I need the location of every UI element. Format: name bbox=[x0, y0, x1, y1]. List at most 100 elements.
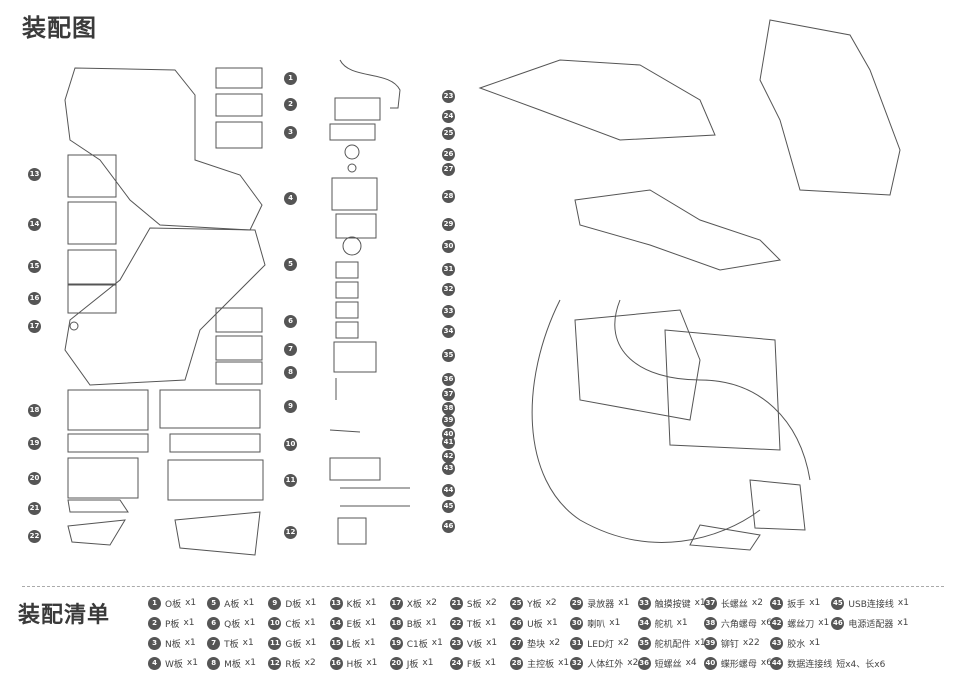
part-label: 蝶形螺母 bbox=[720, 659, 757, 670]
part-number: 12 bbox=[268, 656, 282, 670]
callout-bubble: 9 bbox=[284, 400, 297, 413]
part-qty: x1 bbox=[431, 638, 443, 648]
part-number: 32 bbox=[570, 656, 584, 670]
part-qty: x2 bbox=[627, 658, 639, 668]
callout-bubble: 19 bbox=[28, 437, 41, 450]
part-number: 6 bbox=[207, 616, 221, 630]
part-qty: x1 bbox=[485, 618, 497, 628]
callout-bubble: 22 bbox=[28, 530, 41, 543]
part-number: 2 bbox=[148, 616, 161, 630]
callout-bubble: 15 bbox=[28, 260, 41, 273]
callout-bubble: 25 bbox=[442, 127, 455, 140]
callout-bubble: 27 bbox=[442, 163, 455, 176]
part-label: 喇叭 bbox=[587, 619, 606, 630]
part-qty: 短x4、长x6 bbox=[836, 659, 886, 670]
part-qty: x1 bbox=[185, 598, 197, 608]
part-qty: x2 bbox=[617, 638, 629, 648]
part-label: 铆钉 bbox=[720, 639, 739, 650]
part-qty: x22 bbox=[742, 638, 760, 648]
part-number: 16 bbox=[329, 656, 343, 670]
part-number: 38 bbox=[703, 616, 717, 630]
callout-bubble: 23 bbox=[442, 90, 455, 103]
part-qty: x1 bbox=[366, 658, 378, 668]
callout-bubble: 2 bbox=[284, 98, 297, 111]
callout-bubble: 8 bbox=[284, 366, 297, 379]
callout-bubble: 21 bbox=[28, 502, 41, 515]
part-label: T板 bbox=[466, 619, 482, 630]
part-label: Y板 bbox=[527, 599, 542, 610]
part-number: 40 bbox=[703, 656, 717, 670]
part-qty: x1 bbox=[546, 618, 558, 628]
callout-bubble: 6 bbox=[284, 315, 297, 328]
callout-bubble: 7 bbox=[284, 343, 297, 356]
part-qty: x6 bbox=[760, 658, 772, 668]
part-qty: x1 bbox=[365, 618, 377, 628]
callout-bubble: 44 bbox=[442, 484, 455, 497]
part-qty: x2 bbox=[485, 598, 497, 608]
callout-bubble: 33 bbox=[442, 305, 455, 318]
exploded-assembly bbox=[478, 19, 901, 551]
part-label: 人体红外 bbox=[587, 659, 624, 670]
callout-bubble: 37 bbox=[442, 388, 455, 401]
callout-bubble: 31 bbox=[442, 263, 455, 276]
part-label: W板 bbox=[165, 659, 183, 670]
part-label: C板 bbox=[285, 619, 301, 630]
part-label: S板 bbox=[466, 599, 482, 610]
part-label: 录放器 bbox=[587, 599, 615, 610]
part-number: 13 bbox=[329, 596, 343, 610]
part-number: 23 bbox=[449, 636, 463, 650]
part-qty: x2 bbox=[425, 598, 437, 608]
part-label: K板 bbox=[346, 599, 362, 610]
part-label: 主控板 bbox=[527, 659, 555, 670]
part-label: 扳手 bbox=[787, 599, 806, 610]
plate-a bbox=[64, 227, 266, 386]
part-label: 胶水 bbox=[787, 639, 806, 650]
part-number: 14 bbox=[329, 616, 343, 630]
callout-bubble: 39 bbox=[442, 414, 455, 427]
part-qty: x1 bbox=[486, 638, 498, 648]
part-qty: x1 bbox=[305, 638, 317, 648]
part-qty: x1 bbox=[244, 618, 256, 628]
callout-bubble: 36 bbox=[442, 373, 455, 386]
mid-parts bbox=[159, 67, 264, 556]
part-qty: x1 bbox=[485, 658, 497, 668]
part-qty: x1 bbox=[183, 618, 195, 628]
part-number: 1 bbox=[148, 596, 161, 610]
callout-bubble: 13 bbox=[28, 168, 41, 181]
part-label: J板 bbox=[406, 659, 419, 670]
part-qty: x2 bbox=[549, 638, 561, 648]
part-label: M板 bbox=[224, 659, 241, 670]
part-label: R板 bbox=[285, 659, 301, 670]
callout-bubble: 28 bbox=[442, 190, 455, 203]
callout-bubble: 35 bbox=[442, 349, 455, 362]
part-number: 31 bbox=[570, 636, 584, 650]
part-number: 10 bbox=[268, 616, 282, 630]
part-number: 42 bbox=[770, 616, 784, 630]
callout-bubble: 30 bbox=[442, 240, 455, 253]
divider bbox=[22, 586, 944, 587]
part-label: F板 bbox=[466, 659, 482, 670]
part-number: 35 bbox=[637, 636, 651, 650]
part-number: 9 bbox=[268, 596, 282, 610]
part-label: A板 bbox=[224, 599, 240, 610]
part-number: 25 bbox=[510, 596, 524, 610]
part-qty: x1 bbox=[897, 618, 909, 628]
callout-bubble: 41 bbox=[442, 436, 455, 449]
part-label: T板 bbox=[224, 639, 239, 650]
